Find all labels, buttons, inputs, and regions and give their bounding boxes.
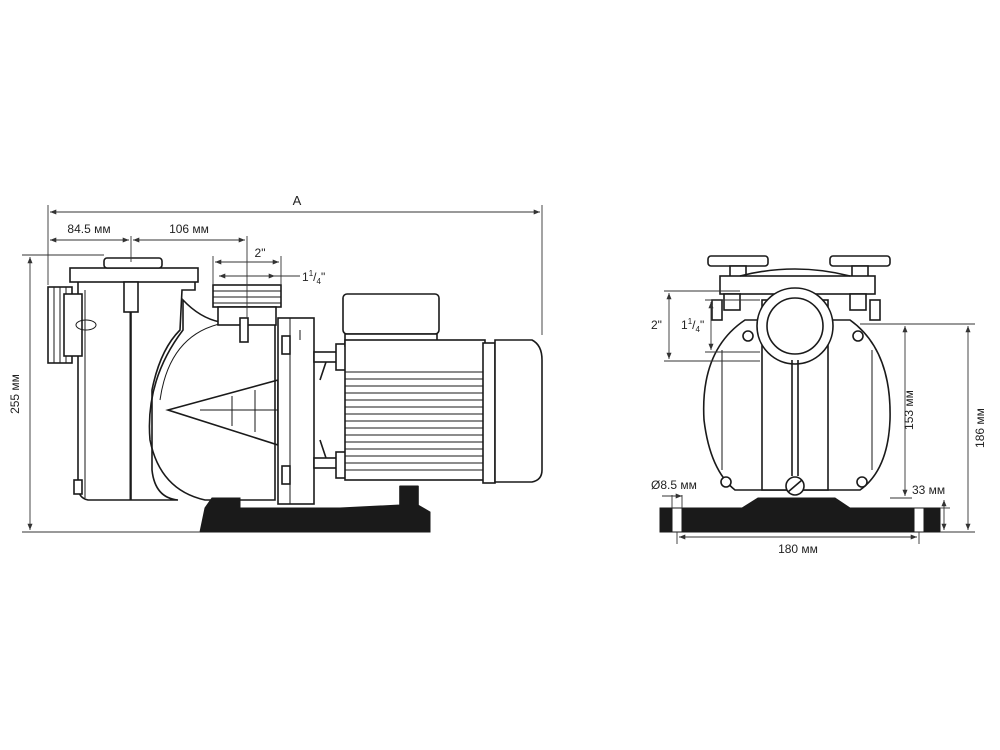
front-pump-body xyxy=(702,319,891,491)
front-lid-knob-left xyxy=(707,255,769,267)
front-bolt-bottom-left xyxy=(720,476,732,488)
dim-label-overall-length: A xyxy=(293,193,302,208)
motor-fan-cover xyxy=(494,339,543,483)
dim-label-hole-diameter: Ø8.5 мм xyxy=(651,478,697,492)
front-bolt-top-right xyxy=(852,330,864,342)
front-bolt-top-left xyxy=(742,330,754,342)
drain-plug xyxy=(73,479,83,495)
impeller-cone xyxy=(165,378,279,447)
motor-terminal-box xyxy=(342,293,440,335)
pump-volute xyxy=(148,297,276,501)
dim-label-height-153: 153 мм xyxy=(902,390,916,430)
dim-label-outlet-125in: 11/4" xyxy=(302,269,325,286)
dim-label-height-186: 186 мм xyxy=(973,408,987,448)
dim-label-width-180: 180 мм xyxy=(778,542,818,556)
side-view: A 84.5 мм 106 мм 2" 11/4" 255 мм xyxy=(8,193,543,533)
dim-label-port-125in: 11/4" xyxy=(681,317,704,334)
front-base-plate xyxy=(659,497,941,533)
dim-label-height-33: 33 мм xyxy=(912,483,945,497)
strainer-lid-knob xyxy=(103,257,163,269)
motor-cooling-fins xyxy=(345,371,485,471)
strainer-housing xyxy=(77,275,196,501)
dim-label-outlet-offset: 106 мм xyxy=(169,222,209,236)
dim-label-outlet-2in: 2" xyxy=(255,246,266,260)
dim-label-port-2in: 2" xyxy=(651,318,662,332)
motor-body xyxy=(344,339,486,481)
front-bolt-bottom-right xyxy=(856,476,868,488)
strainer-lid-flange xyxy=(69,267,199,283)
dim-label-height-255: 255 мм xyxy=(8,374,22,414)
front-lid-knob-right xyxy=(829,255,891,267)
side-base-plate xyxy=(199,485,431,533)
front-outlet-port-inner xyxy=(766,297,824,355)
dim-label-inlet-offset: 84.5 мм xyxy=(67,222,110,236)
front-view: 2" 11/4" 153 мм 186 мм 33 мм Ø8.5 мм 180… xyxy=(651,255,987,556)
